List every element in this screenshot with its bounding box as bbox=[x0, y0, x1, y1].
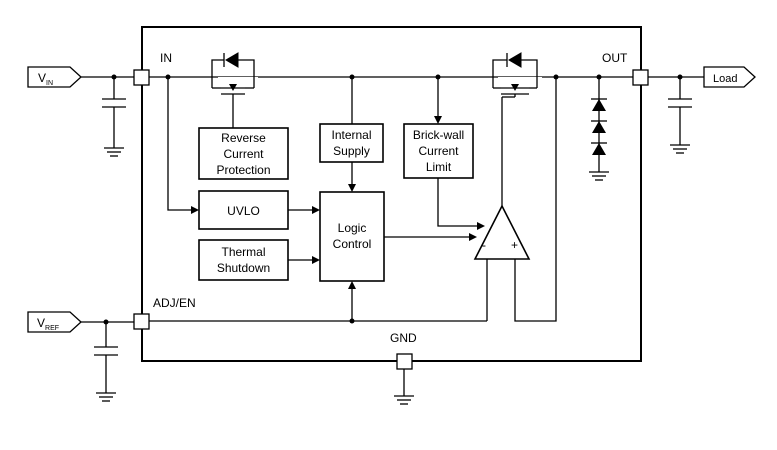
uvlo-label: UVLO bbox=[227, 204, 260, 218]
brickwall-line-3: Limit bbox=[426, 160, 452, 174]
reverse-current-line-2: Current bbox=[223, 147, 264, 161]
vin-source: VIN bbox=[27, 66, 82, 88]
vref-label: VREF bbox=[37, 316, 59, 332]
reverse-current-line-3: Protection bbox=[216, 163, 270, 177]
internal-supply-line-1: Internal bbox=[331, 128, 371, 142]
gnd-symbol bbox=[394, 369, 414, 405]
in-pin bbox=[133, 69, 150, 86]
thermal-line-2: Shutdown bbox=[217, 261, 270, 275]
out-pin-label: OUT bbox=[602, 51, 628, 65]
load-label: Load bbox=[713, 73, 737, 85]
uvlo-block bbox=[198, 190, 289, 230]
output-capacitor bbox=[668, 77, 692, 154]
tvs-diodes bbox=[589, 77, 609, 181]
adj-en-pin bbox=[133, 313, 150, 330]
brickwall-line-2: Current bbox=[418, 144, 459, 158]
internal-supply-line-2: Supply bbox=[333, 144, 370, 158]
input-capacitor bbox=[102, 77, 126, 157]
out-pin bbox=[632, 69, 649, 86]
chip-outline bbox=[141, 26, 642, 362]
internal-supply-block bbox=[319, 123, 384, 163]
vref-capacitor bbox=[94, 322, 118, 402]
pass-fet bbox=[492, 52, 542, 97]
comparator: - + bbox=[473, 204, 531, 260]
adj-en-pin-label: ADJ/EN bbox=[153, 296, 196, 310]
gnd-pin bbox=[396, 353, 413, 370]
gnd-pin-label: GND bbox=[390, 331, 417, 345]
thermal-line-1: Thermal bbox=[221, 245, 265, 259]
logic-control-block bbox=[319, 191, 385, 282]
load: Load bbox=[703, 66, 756, 88]
in-pin-label: IN bbox=[160, 51, 172, 65]
reverse-current-line-1: Reverse bbox=[221, 131, 266, 145]
comparator-plus: + bbox=[511, 238, 518, 252]
vin-label: VIN bbox=[38, 71, 53, 87]
brickwall-line-1: Brick-wall bbox=[413, 128, 464, 142]
logic-line-2: Control bbox=[333, 237, 372, 251]
comparator-minus: - bbox=[482, 238, 486, 252]
vref-source: VREF bbox=[27, 311, 82, 333]
thermal-shutdown-block bbox=[198, 239, 289, 281]
logic-line-1: Logic bbox=[338, 221, 367, 235]
reverse-current-protection-block bbox=[198, 127, 289, 180]
reverse-fet bbox=[211, 52, 258, 128]
